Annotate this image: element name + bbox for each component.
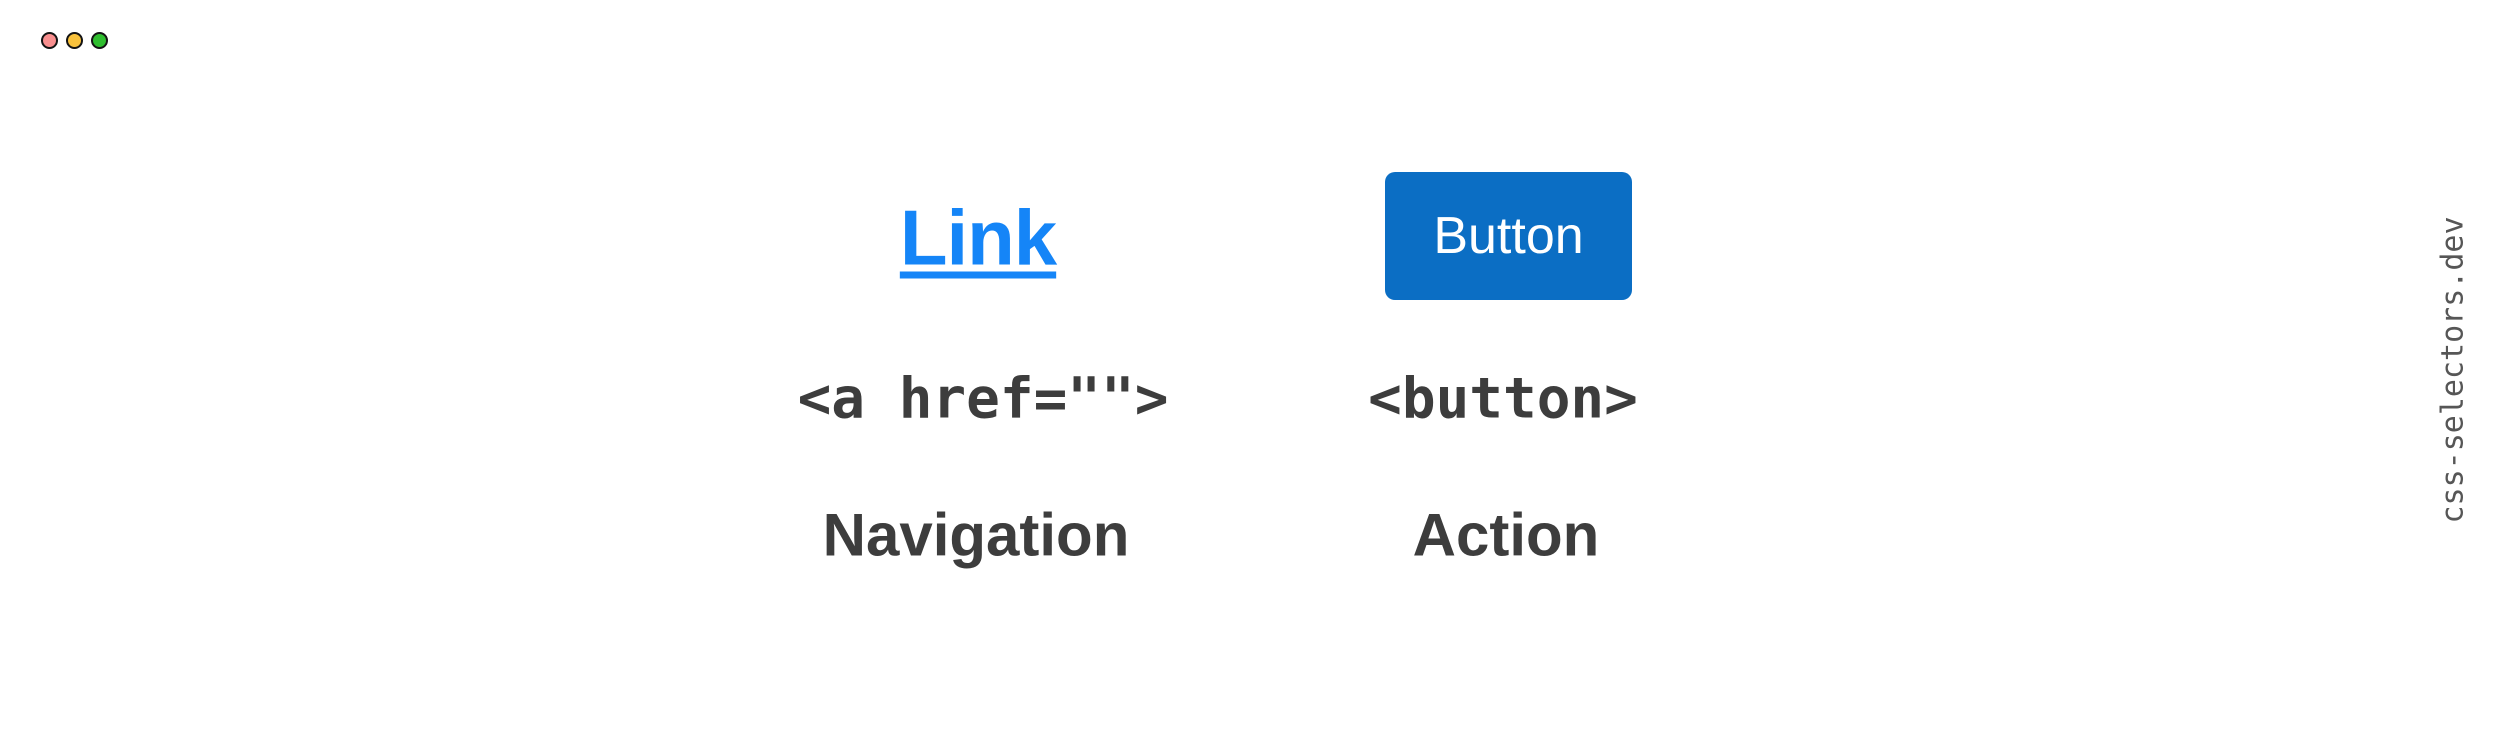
category-label-navigation: Navigation	[822, 501, 1130, 569]
window-minimize-button[interactable]	[66, 32, 83, 49]
window-zoom-button[interactable]	[91, 32, 108, 49]
code-snippet-button-tag: <button>	[1368, 366, 1638, 432]
window-close-button[interactable]	[41, 32, 58, 49]
demo-link[interactable]: Link	[899, 193, 1057, 282]
category-label-action: Action	[1412, 501, 1600, 569]
site-watermark: css-selectors.dev	[2435, 216, 2471, 524]
code-snippet-anchor-tag: <a href="">	[797, 366, 1169, 432]
demo-button[interactable]: Button	[1385, 172, 1632, 300]
window-controls	[41, 32, 108, 49]
